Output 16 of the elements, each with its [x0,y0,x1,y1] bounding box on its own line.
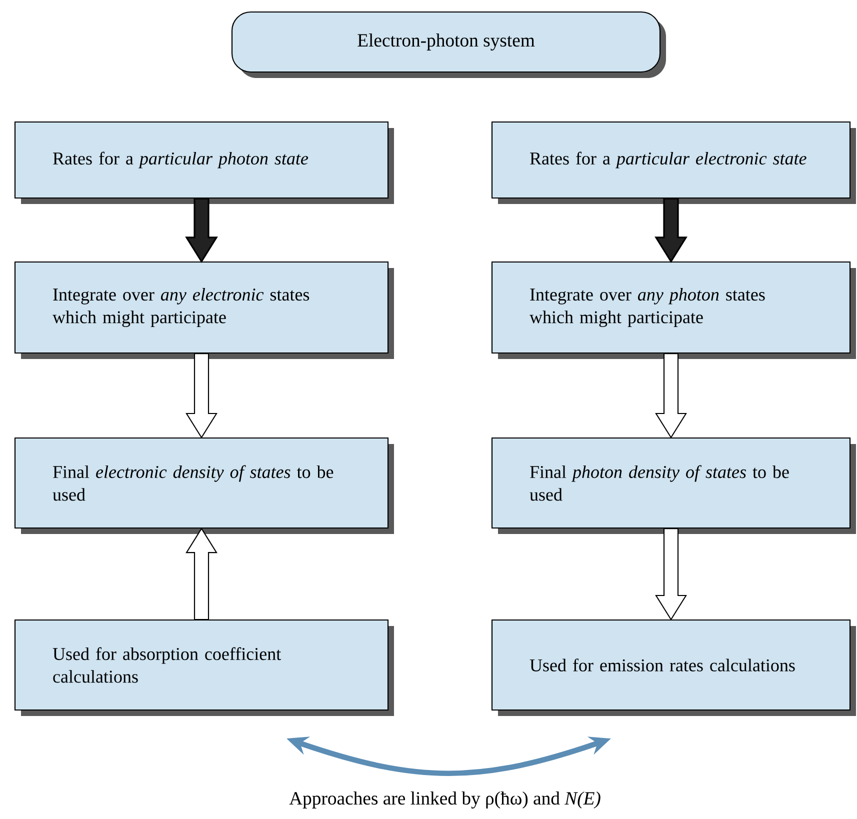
block-arrow [186,353,218,438]
process-box: Rates for a particular photon state [14,121,394,204]
block-arrow [186,528,218,620]
process-box: Used for emission rates calculations [491,619,856,716]
block-arrow [655,353,687,438]
process-box: Used for absorption coefficient calculations [14,619,394,716]
block-arrow [654,198,688,263]
process-box: Integrate over any electronic states which might participate [14,261,394,359]
process-box: Final electronic density of states to be used [14,437,394,534]
process-box: Rates for a particular electronic state [491,121,856,204]
caption: Approaches are linked by ρ(ħω) and N(E) [289,792,600,808]
title-box: Electron-photon system [231,11,666,78]
process-box: Integrate over any photon states which might participate [491,261,856,359]
block-arrow [185,198,218,263]
process-box: Final photon density of states to be used [491,437,856,534]
block-arrow [655,528,687,620]
